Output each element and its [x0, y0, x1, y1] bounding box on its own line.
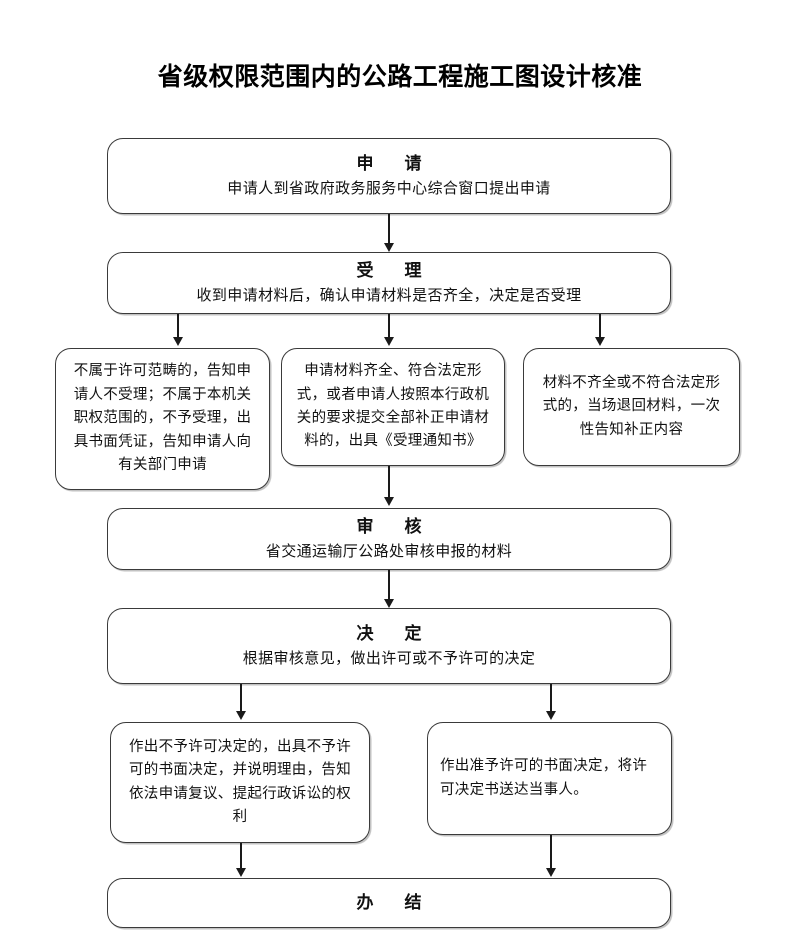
arrowhead-decision-to-denied: [235, 711, 246, 720]
node-materials-incomplete-body: 材料不齐全或不符合法定形式的，当场退回材料，一次性告知补正内容: [542, 374, 721, 438]
edge-denied-to-complete: [240, 843, 242, 871]
node-not-in-scope[interactable]: 不属于许可范畴的，告知申请人不受理；不属于本机关职权范围的，不予受理，出具书面凭…: [55, 348, 270, 490]
node-apply-body: 申请人到省政府政务服务中心综合窗口提出申请: [227, 180, 551, 197]
edge-accept-to-materials-complete: [388, 314, 390, 340]
arrowhead-review-to-decision: [383, 599, 394, 608]
arrowhead-accept-to-not-in-scope: [172, 337, 183, 346]
node-review-head: 审 核: [356, 517, 429, 537]
edge-materials-complete-to-review: [388, 466, 390, 499]
edge-decision-to-granted: [550, 684, 552, 714]
edge-accept-to-materials-incomplete: [599, 314, 601, 340]
node-decision[interactable]: 决 定 根据审核意见，做出许可或不予许可的决定: [107, 608, 671, 684]
node-materials-incomplete[interactable]: 材料不齐全或不符合法定形式的，当场退回材料，一次性告知补正内容: [523, 348, 740, 466]
edge-review-to-decision: [388, 570, 390, 602]
node-decision-body: 根据审核意见，做出许可或不予许可的决定: [242, 650, 536, 667]
node-granted-body: 作出准予许可的书面决定，将许可决定书送达当事人。: [440, 758, 648, 798]
node-materials-complete[interactable]: 申请材料齐全、符合法定形式，或者申请人按照本行政机关的要求提交全部补正申请材料的…: [281, 348, 505, 466]
arrowhead-granted-to-complete: [545, 868, 556, 877]
node-review[interactable]: 审 核 省交通运输厅公路处审核申报的材料: [107, 508, 671, 570]
arrowhead-materials-complete-to-review: [383, 497, 394, 506]
edge-apply-to-accept: [388, 214, 390, 246]
arrowhead-accept-to-materials-incomplete: [594, 337, 605, 346]
node-accept[interactable]: 受 理 收到申请材料后，确认申请材料是否齐全，决定是否受理: [107, 252, 671, 314]
node-materials-complete-body: 申请材料齐全、符合法定形式，或者申请人按照本行政机关的要求提交全部补正申请材料的…: [296, 363, 490, 450]
arrowhead-apply-to-accept: [383, 243, 394, 252]
node-accept-body: 收到申请材料后，确认申请材料是否齐全，决定是否受理: [196, 287, 582, 304]
arrowhead-denied-to-complete: [235, 868, 246, 877]
edge-accept-to-not-in-scope: [177, 314, 179, 340]
arrowhead-accept-to-materials-complete: [383, 337, 394, 346]
node-accept-head: 受 理: [356, 261, 429, 281]
node-denied-body: 作出不予许可决定的，出具不予许可的书面决定，并说明理由，告知依法申请复议、提起行…: [129, 738, 351, 825]
node-apply-head: 申 请: [356, 154, 429, 174]
node-decision-head: 决 定: [356, 624, 429, 644]
node-complete[interactable]: 办 结: [107, 878, 671, 928]
edge-decision-to-denied: [240, 684, 242, 714]
node-apply[interactable]: 申 请 申请人到省政府政务服务中心综合窗口提出申请: [107, 138, 671, 214]
node-granted[interactable]: 作出准予许可的书面决定，将许可决定书送达当事人。: [427, 722, 672, 835]
node-review-body: 省交通运输厅公路处审核申报的材料: [265, 543, 513, 560]
page-title: 省级权限范围内的公路工程施工图设计核准: [157, 64, 643, 91]
edge-granted-to-complete: [550, 835, 552, 871]
node-denied[interactable]: 作出不予许可决定的，出具不予许可的书面决定，并说明理由，告知依法申请复议、提起行…: [110, 722, 370, 843]
arrowhead-decision-to-granted: [545, 711, 556, 720]
node-not-in-scope-body: 不属于许可范畴的，告知申请人不受理；不属于本机关职权范围的，不予受理，出具书面凭…: [73, 363, 252, 474]
node-complete-head: 办 结: [356, 892, 429, 912]
